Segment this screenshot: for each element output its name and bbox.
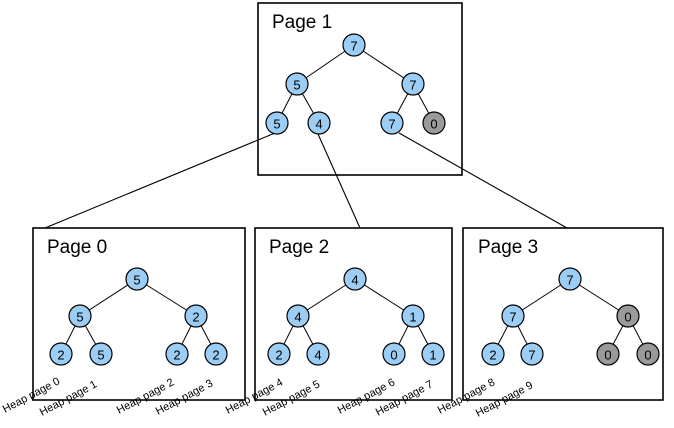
page-group-page-3[interactable]: Page 3 7 7 0 2 7 0 0	[462, 227, 664, 401]
page-1-node-left-left-label: 5	[273, 117, 280, 132]
page-3-node-right-label: 0	[624, 310, 631, 325]
page-0-node-left[interactable]	[68, 304, 92, 328]
page-0-node-left-right-label: 5	[97, 348, 104, 363]
page-0-node-root[interactable]	[125, 267, 149, 291]
page-0-node-right-label: 2	[192, 310, 199, 325]
page-0-node-left-right[interactable]	[89, 342, 113, 366]
page-2-node-root-label: 4	[351, 273, 358, 288]
page-3-node-right-right[interactable]	[636, 342, 660, 366]
page-2-node-right-right[interactable]	[421, 342, 445, 366]
page-3-node-left[interactable]	[501, 304, 525, 328]
page1-leaf-4-to-page2	[317, 133, 361, 229]
page-0-node-left-left[interactable]	[49, 342, 73, 366]
page-0-node-root-label: 5	[133, 273, 140, 288]
page-1-title: Page 1	[272, 12, 332, 33]
page-2-node-right[interactable]	[401, 304, 425, 328]
cross-page-edges	[44, 132, 568, 229]
page-3-node-right-right-label: 0	[644, 348, 651, 363]
page-1-node-left-right-label: 4	[315, 117, 322, 132]
page-group-page-0[interactable]: Page 0 5 5 2 2 5 2 2	[32, 227, 246, 401]
page-0-node-right-right[interactable]	[204, 342, 228, 366]
page-group-page-1[interactable]: Page 1 7 5 7 5 4 7 0	[257, 2, 463, 176]
page-1-box[interactable]	[257, 2, 463, 176]
page-0-node-right-left[interactable]	[165, 342, 189, 366]
page-1-node-right-right[interactable]	[422, 111, 446, 135]
page-3-node-left-right[interactable]	[520, 342, 544, 366]
page-2-node-right-left[interactable]	[382, 342, 406, 366]
page-2-title: Page 2	[269, 237, 329, 258]
page-2-node-left[interactable]	[286, 304, 310, 328]
page-2-node-root[interactable]	[343, 267, 367, 291]
page-3-node-left-label: 7	[509, 310, 516, 325]
page-3-box[interactable]	[462, 227, 664, 401]
page-0-title: Page 0	[47, 237, 107, 258]
page-1-node-left-right[interactable]	[307, 111, 331, 135]
page-2-node-left-label: 4	[294, 310, 301, 325]
page-2-node-left-left[interactable]	[267, 342, 291, 366]
page-3-node-left-left-label: 2	[489, 348, 496, 363]
page-1-node-left[interactable]	[285, 72, 309, 96]
page-1-node-right[interactable]	[401, 72, 425, 96]
page-3-node-left-right-label: 7	[528, 348, 535, 363]
page-1-node-root[interactable]	[342, 33, 366, 57]
page-3-node-left-left[interactable]	[481, 342, 505, 366]
page-1-node-right-right-label: 0	[430, 117, 437, 132]
page-0-node-left-left-label: 2	[57, 348, 64, 363]
page-0-box[interactable]	[32, 227, 246, 401]
page-2-node-right-label: 1	[409, 310, 416, 325]
page-1-node-root-label: 7	[350, 39, 357, 54]
page-1-node-right-label: 7	[409, 78, 416, 93]
page-2-node-left-left-label: 2	[275, 348, 282, 363]
page1-leaf-5-to-page0	[44, 132, 276, 229]
page-0-node-left-label: 5	[76, 310, 83, 325]
page-3-node-right[interactable]	[616, 304, 640, 328]
page-1-node-left-label: 5	[293, 78, 300, 93]
page-2-node-left-right-label: 4	[314, 348, 321, 363]
page-0-node-right[interactable]	[184, 304, 208, 328]
page-2-node-right-left-label: 0	[390, 348, 397, 363]
page-2-node-right-right-label: 1	[429, 348, 436, 363]
page-1-node-right-left-label: 7	[388, 117, 395, 132]
page-2-node-left-right[interactable]	[306, 342, 330, 366]
page-3-title: Page 3	[478, 237, 538, 258]
page-2-box[interactable]	[254, 227, 453, 401]
page-3-node-right-left-label: 0	[604, 348, 611, 363]
page-3-node-root-label: 7	[566, 273, 573, 288]
page-0-node-right-left-label: 2	[173, 348, 180, 363]
page-1-edge-root-to-right	[353, 44, 414, 85]
page-1-node-left-left[interactable]	[265, 111, 289, 135]
page-0-node-right-right-label: 2	[212, 348, 219, 363]
page1-leaf-7-to-page3	[398, 132, 568, 229]
page-3-node-root[interactable]	[558, 267, 582, 291]
page-1-node-right-left[interactable]	[380, 111, 404, 135]
page-0-edge-root-to-right	[136, 278, 197, 317]
page-group-page-2[interactable]: Page 2 4 4 1 2 4 0 1	[254, 227, 453, 401]
page-3-node-right-left[interactable]	[596, 342, 620, 366]
